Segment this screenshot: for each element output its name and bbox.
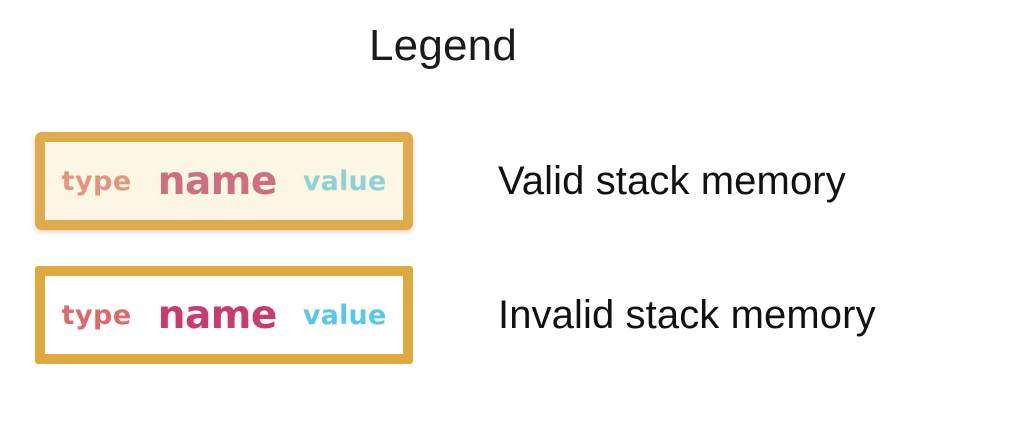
legend-row-invalid: type name value Invalid stack memory: [0, 265, 1020, 365]
page-title: Legend: [368, 21, 518, 70]
memory-token-type: type: [61, 165, 132, 197]
memory-token-type: type: [61, 299, 132, 331]
legend-caption-invalid: Invalid stack memory: [498, 293, 876, 337]
memory-token-name: name: [157, 158, 278, 204]
legend-caption-valid: Valid stack memory: [498, 159, 846, 203]
legend-row-valid: type name value Valid stack memory: [0, 131, 1020, 231]
memory-token-value: value: [302, 299, 387, 331]
memory-token-value: value: [302, 165, 387, 197]
memory-box-valid: type name value: [35, 132, 413, 230]
memory-box-invalid: type name value: [35, 266, 413, 364]
memory-token-name: name: [157, 292, 278, 338]
